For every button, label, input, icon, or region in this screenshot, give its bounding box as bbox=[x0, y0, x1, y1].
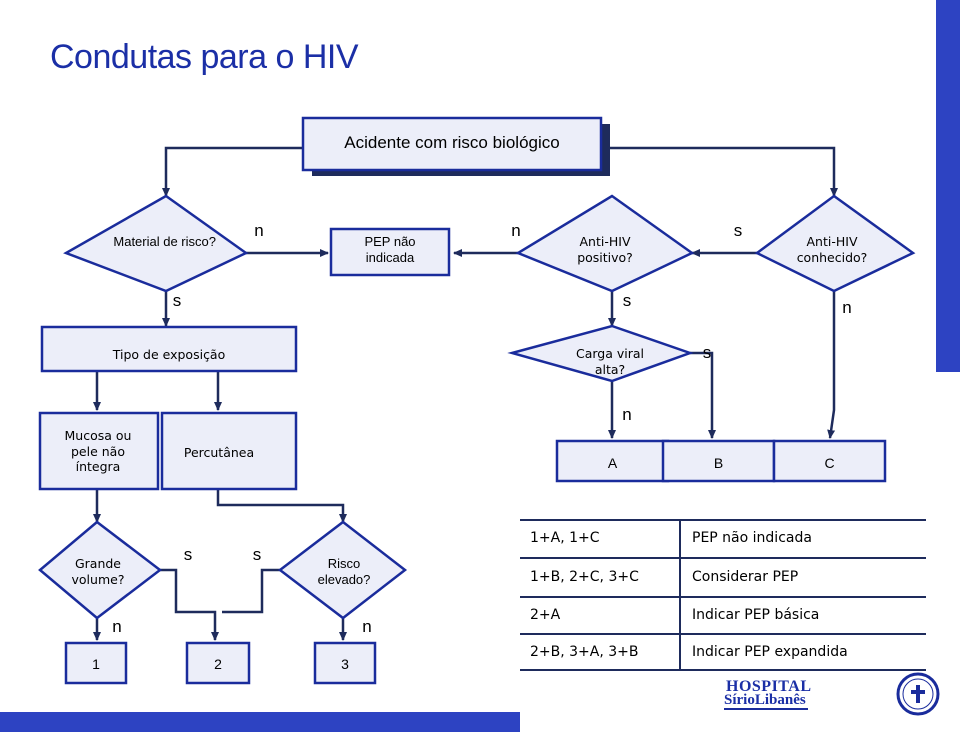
edge-accident-material bbox=[162, 146, 303, 197]
node-a-box bbox=[555, 439, 670, 483]
hospital-logo-emblem bbox=[896, 672, 940, 716]
edge-conhecido-c bbox=[827, 291, 836, 439]
table-row-4-combo: 2+B, 3+A, 3+B bbox=[530, 644, 639, 660]
node-tipo-label: Tipo de exposição bbox=[112, 347, 226, 362]
node-accident-box bbox=[301, 116, 603, 172]
node-pep-box bbox=[329, 227, 451, 277]
node-mucosa-box bbox=[38, 411, 160, 491]
node-2-box bbox=[185, 641, 251, 685]
node-volume-label: Grande volume? bbox=[71, 556, 125, 587]
node-pep-label: PEP não indicada bbox=[364, 234, 416, 266]
hospital-logo-line2: SírioLibanês bbox=[724, 692, 806, 708]
edge-label-n6: n bbox=[362, 617, 372, 636]
table-row-2-action: Considerar PEP bbox=[692, 569, 799, 585]
node-2-label: 2 bbox=[214, 656, 222, 672]
hospital-logo-line1: HOSPITAL bbox=[726, 678, 812, 695]
node-tipo-box bbox=[40, 325, 298, 373]
node-1-box bbox=[64, 641, 128, 685]
edge-label-s1: s bbox=[733, 221, 743, 240]
decorative-bottom-bar bbox=[0, 712, 520, 732]
edge-volume-2 bbox=[160, 568, 219, 641]
edge-label-n5: n bbox=[112, 617, 122, 636]
node-accident-label: Acidente com risco biológico bbox=[344, 133, 560, 152]
node-3-box bbox=[313, 641, 377, 685]
node-carga-diamond bbox=[507, 324, 694, 383]
edge-label-s6: s bbox=[252, 545, 262, 564]
edge-percutanea-risco bbox=[216, 490, 347, 523]
node-mucosa-label: Mucosa ou pele não íntegra bbox=[64, 428, 132, 475]
edge-label-n2: n bbox=[511, 221, 521, 240]
node-positivo-diamond bbox=[515, 194, 695, 293]
edge-label-s5: s bbox=[183, 545, 193, 564]
table-row-3-action: Indicar PEP básica bbox=[692, 607, 820, 623]
node-percutanea-label: Percutânea bbox=[183, 445, 255, 460]
node-risco-diamond bbox=[277, 520, 408, 620]
node-volume-diamond bbox=[38, 520, 163, 620]
edge-accident-anti-hiv-conhecido bbox=[600, 146, 838, 197]
edge-label-n3: n bbox=[842, 298, 852, 317]
node-material-label: Material de risco? bbox=[113, 234, 216, 249]
decorative-side-bar bbox=[936, 0, 960, 372]
edge-risco-2 bbox=[222, 568, 280, 614]
edge-label-s2: s bbox=[172, 291, 182, 310]
edge-label-s3: s bbox=[622, 291, 632, 310]
decision-table-lines bbox=[520, 519, 926, 671]
node-b-label: B bbox=[713, 455, 724, 471]
page-title: Condutas para o HIV bbox=[50, 38, 359, 76]
table-row-1-combo: 1+A, 1+C bbox=[530, 530, 600, 546]
node-conhecido-label: Anti-HIV conhecido? bbox=[796, 234, 868, 265]
node-material-diamond bbox=[63, 194, 249, 293]
node-carga-label: Carga viral alta? bbox=[575, 346, 645, 377]
node-conhecido-diamond bbox=[754, 194, 916, 293]
node-percutanea-box bbox=[160, 411, 298, 491]
edge-label-n4: n bbox=[622, 405, 632, 424]
node-positivo-label: Anti-HIV positivo? bbox=[577, 234, 633, 265]
node-c-label: C bbox=[824, 455, 835, 471]
edge-label-n1: n bbox=[254, 221, 264, 240]
node-risco-label: Risco elevado? bbox=[317, 556, 371, 588]
node-a-label: A bbox=[607, 455, 618, 471]
node-c-box bbox=[772, 439, 887, 483]
table-row-3-combo: 2+A bbox=[530, 607, 561, 623]
edge-carga-b bbox=[690, 351, 716, 439]
edge-label-s4: s bbox=[702, 343, 712, 362]
table-row-2-combo: 1+B, 2+C, 3+C bbox=[530, 569, 639, 585]
table-row-1-action: PEP não indicada bbox=[692, 530, 812, 546]
node-3-label: 3 bbox=[341, 656, 349, 672]
table-row-4-action: Indicar PEP expandida bbox=[692, 644, 848, 660]
node-1-label: 1 bbox=[92, 656, 100, 672]
